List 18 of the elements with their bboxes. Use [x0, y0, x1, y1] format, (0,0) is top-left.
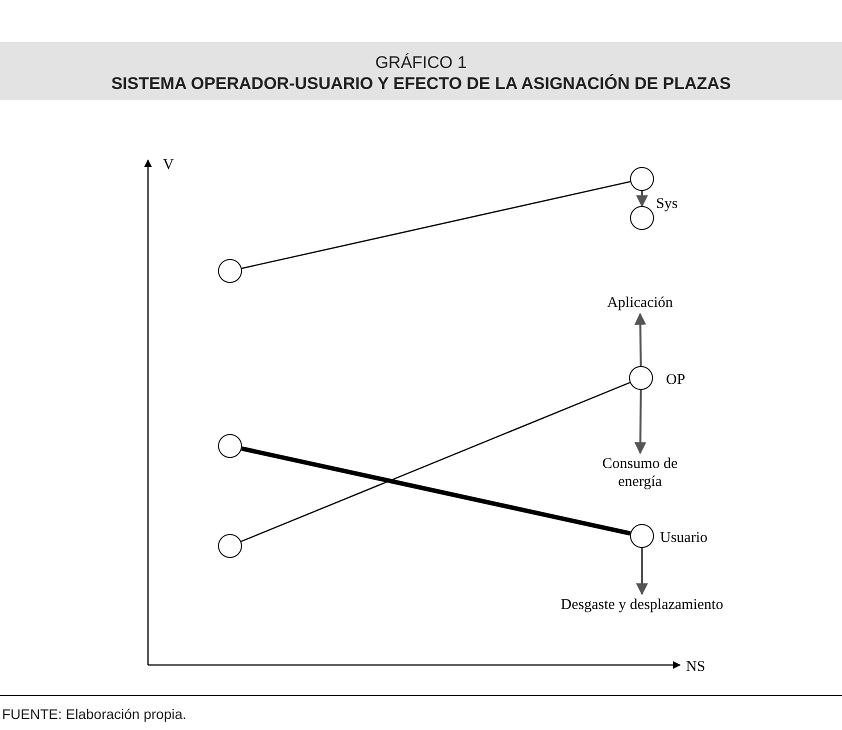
arrow [636, 191, 648, 208]
line [242, 180, 630, 270]
curve-label: Sys [656, 195, 678, 214]
axis-label: NS [686, 658, 706, 677]
arrow [634, 312, 646, 366]
effect-label: Consumo de energía [600, 455, 680, 491]
line [241, 446, 631, 536]
figure-number: GRÁFICO 1 [374, 52, 468, 74]
effect-label: Aplicación [598, 294, 682, 312]
axis-label: V [163, 156, 174, 175]
source-note: FUENTE: Elaboración propia. [2, 705, 186, 724]
curve-label: OP [666, 371, 686, 390]
curve-label: Usuario [660, 529, 708, 548]
effect-label: Desgaste y desplazamiento [547, 596, 737, 614]
arrow [636, 548, 648, 596]
line [240, 382, 630, 542]
arrow [634, 390, 646, 454]
title: SISTEMA OPERADOR-USUARIO Y EFECTO DE LA ASIGNACIÓN DE PLAZAS [110, 73, 732, 95]
